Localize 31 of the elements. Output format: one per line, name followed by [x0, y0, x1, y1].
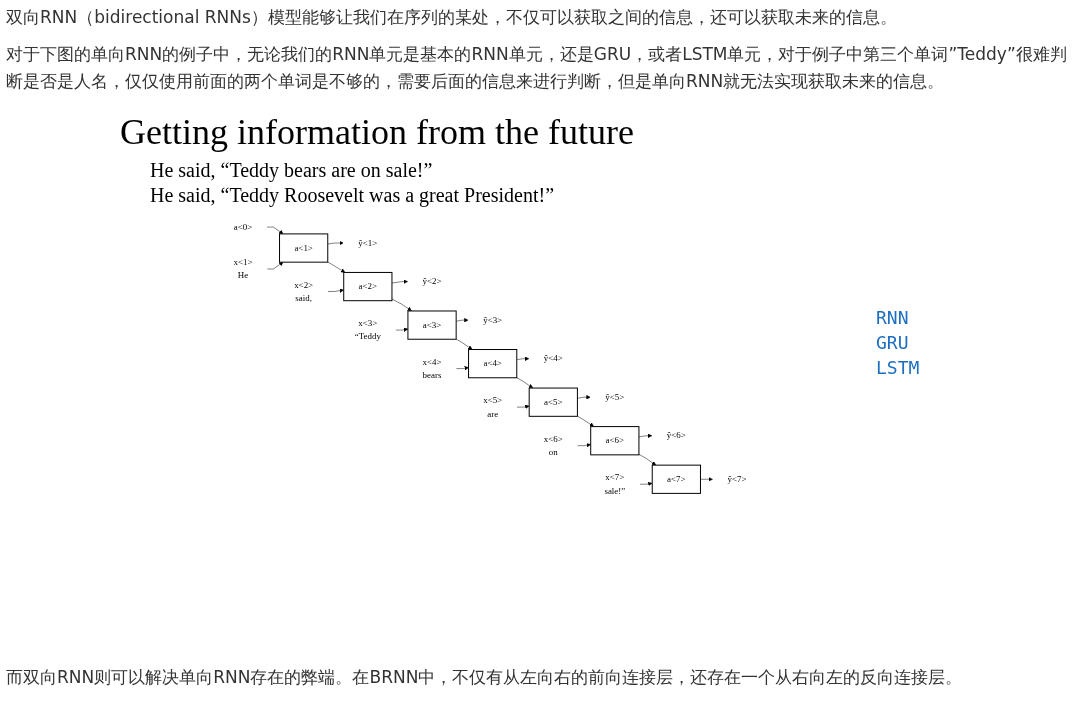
node-text: ŷ<4>	[543, 353, 563, 364]
node-text: ŷ<3>	[483, 314, 503, 325]
node-box: a<5>	[528, 387, 578, 417]
paragraph: 双向RNN（bidirectional RNNs）模型能够让我们在序列的某处，不仅可以获取之间的信息，还可以获取未来的信息。	[6, 6, 898, 29]
example-sentence: He said, “Teddy Roosevelt was a great President!”	[150, 184, 556, 207]
node-text: x<4> bears	[422, 356, 442, 380]
node-box: a<6>	[590, 426, 640, 456]
handwritten-note: RNN	[876, 307, 910, 328]
node-box: a<3>	[407, 310, 457, 340]
paragraph: 而双向RNN则可以解决单向RNN存在的弊端。在BRNN中，不仅有从左向右的前向连接层，还存在一个从右向左的反向连接层。	[6, 666, 963, 689]
figure-title: Getting information from the future	[120, 111, 635, 153]
node-text: x<1> He	[233, 257, 253, 281]
node-text: ŷ<1>	[358, 237, 378, 248]
node-text: ŷ<7>	[727, 474, 747, 484]
node-text: ŷ<2>	[422, 276, 442, 287]
node-box: a<2>	[343, 271, 393, 302]
node-text: x<6> on	[543, 433, 563, 458]
node-text: ŷ<5>	[605, 392, 625, 402]
handwritten-note: LSTM	[876, 357, 920, 378]
handwritten-note: GRU	[876, 332, 910, 353]
node-text: x<3> “Teddy	[354, 318, 381, 342]
node-box: a<4>	[468, 349, 518, 379]
example-sentence: He said, “Teddy bears are on sale!”	[150, 159, 434, 182]
node-text: x<2> said,	[294, 279, 314, 303]
node-text: x<7> sale!”	[604, 472, 626, 496]
paragraph: 对于下图的单向RNN的例子中，无论我们的RNN单元是基本的RNN单元，还是GRU，或者LSTM单元，对于例子中第三个单词”Teddy”很难判断是否是人名，仅仅使用前面的两个单词是不够的，需要后面的信息来进行判断，但是单向RNN就无法实现获取未来的信息。	[6, 43, 1068, 93]
node-box: a<7>	[651, 464, 701, 494]
node-text: x<5> are	[483, 395, 503, 419]
node-box: a<1>	[279, 233, 329, 263]
node-text: ŷ<6>	[666, 430, 686, 441]
node-text: a<0>	[233, 221, 253, 232]
